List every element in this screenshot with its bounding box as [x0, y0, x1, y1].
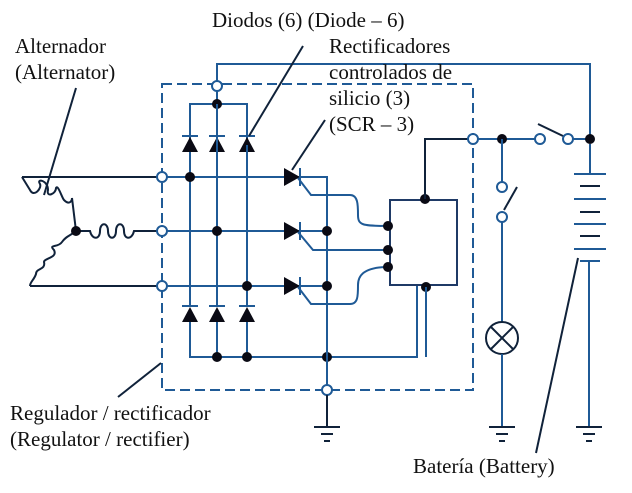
lamp-icon [485, 321, 519, 355]
alternator-label-en: (Alternator) [15, 60, 116, 84]
battery-label: Batería (Battery) [413, 454, 555, 478]
upper-diodes [182, 135, 255, 152]
terminal-output [211, 80, 223, 92]
terminal-phase-3 [156, 280, 168, 292]
scrs [284, 168, 301, 295]
diode-icon [239, 137, 255, 152]
scr-leader [291, 119, 326, 171]
scr-label-line-4: (SCR – 3) [329, 112, 415, 136]
regulator-leader [117, 362, 162, 398]
alternator-coils [21, 176, 150, 287]
scr-label-line-3: silicio (3) [329, 86, 411, 110]
main-switch-icon [537, 123, 564, 137]
diode-icon [182, 137, 198, 152]
output-wire [216, 63, 591, 137]
neutral-junction [71, 226, 81, 236]
regulator-label-es: Regulador / rectificador [10, 401, 211, 425]
scr-icon [284, 168, 300, 186]
terminal-phase-2 [156, 225, 168, 237]
terminal-phase-1 [156, 171, 168, 183]
diode-icon [209, 307, 225, 322]
terminal-battery [467, 133, 479, 145]
regulator-label-en: (Regulator / rectifier) [10, 427, 190, 451]
alternator-label: Alternador (Alternator) [15, 33, 115, 85]
scr-label: Rectificadores controlados de silicio (3… [329, 33, 452, 137]
diode-icon [182, 307, 198, 322]
upper-diode-bus [189, 103, 248, 145]
regulator-label: Regulador / rectificador (Regulator / re… [10, 400, 211, 452]
alternator-label-es: Alternador [15, 34, 106, 58]
terminal-ground [321, 384, 333, 396]
ground-bus [189, 286, 418, 358]
scr-icon [284, 277, 300, 295]
diode-icon [239, 307, 255, 322]
lamp-switch-icon [503, 186, 518, 211]
diode-leader [248, 45, 304, 137]
diodes-label: Diodos (6) (Diode – 6) [212, 8, 405, 32]
alternator-leader [43, 87, 77, 196]
control-unit [389, 199, 458, 286]
main-switch-contact [534, 133, 546, 145]
scr-label-line-2: controlados de [329, 60, 453, 84]
ground-icon [314, 426, 340, 442]
lower-diodes [182, 305, 255, 322]
battery-leader [535, 257, 579, 454]
battery-icon [574, 173, 606, 262]
scr-label-line-1: Rectificadores [329, 34, 451, 58]
scr-icon [284, 222, 300, 240]
ground-icon [489, 426, 515, 442]
ground-icon [576, 426, 602, 442]
